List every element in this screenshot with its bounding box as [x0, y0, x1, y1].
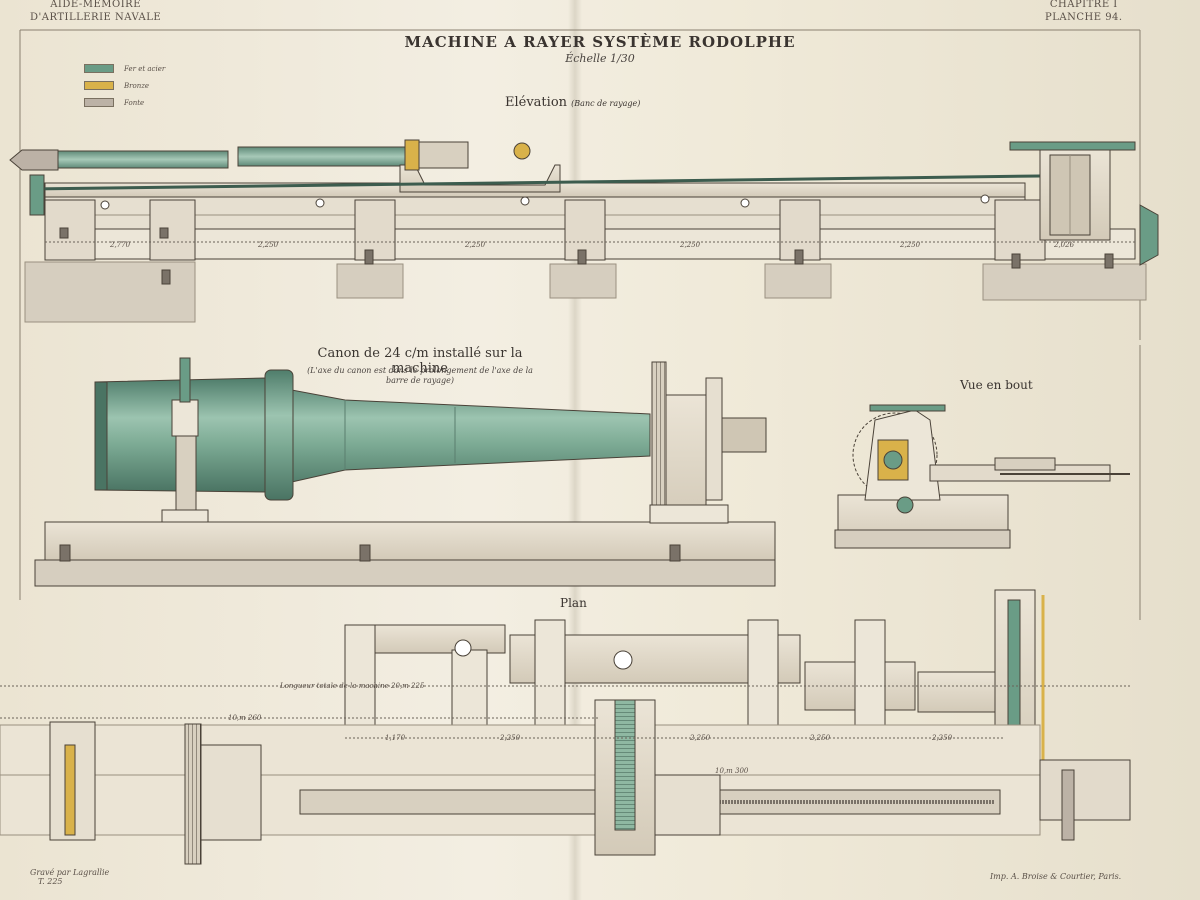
carriage-head: [417, 141, 469, 169]
legend-item-bronze: Bronze: [84, 77, 165, 94]
legend-swatch-bronze: [84, 81, 114, 90]
header-left-line2: D'ARTILLERIE NAVALE: [30, 12, 162, 23]
elevation-title: Elévation (Banc de rayage): [505, 95, 640, 110]
legend-label: Fer et acier: [124, 64, 166, 73]
dim-label: Longueur totale de la machine 20,m 225: [279, 682, 425, 690]
foundation-block: [336, 263, 404, 299]
plan-leadscrew: [299, 789, 601, 815]
foundation-block: [549, 263, 617, 299]
support-leg: [354, 199, 396, 261]
end-view-top-bar: [869, 404, 946, 412]
plan-dimensions: Longueur totale de la machine 20,m 225 1…: [228, 682, 953, 775]
dim-label: 1,170: [385, 734, 406, 742]
support-leg: [149, 199, 196, 261]
header-right-line1: CHAPITRE I: [1049, 0, 1118, 10]
end-view-pinion: [896, 496, 914, 514]
support-screw: [179, 357, 191, 403]
carriage: [399, 164, 561, 193]
plan-gear-plate: [200, 744, 262, 841]
muzzle-headstock: [665, 394, 707, 524]
end-view-title: Vue en bout: [960, 378, 1033, 392]
legend-item-cast-iron: Fonte: [84, 94, 165, 111]
plan-bronze-rod: [64, 744, 76, 836]
canon-bed-base: [34, 559, 776, 587]
headstock-base: [649, 504, 729, 524]
plan-title: Plan: [560, 596, 587, 610]
plan-pivot: [454, 639, 472, 657]
support-foot: [161, 509, 209, 523]
muzzle-plate-gear: [651, 361, 667, 521]
dim-label: 2,250: [899, 241, 921, 249]
header-left: AIDE-MÉMOIRE D'ARTILLERIE NAVALE: [30, 0, 161, 24]
canon-view: [34, 357, 776, 587]
dim-label: 2,250: [809, 734, 831, 742]
plan-carriage-plate: [654, 774, 721, 836]
gun-breech: [94, 381, 108, 491]
legend-label: Bronze: [124, 81, 150, 90]
handwheel: [1139, 204, 1159, 266]
dim-label: 2,770: [109, 241, 131, 249]
footer-plate-ref: T. 225: [38, 877, 63, 886]
header-right: CHAPITRE I PLANCHE 94.: [1045, 0, 1123, 24]
end-view-slide: [994, 457, 1056, 471]
footer-engraver: Gravé par Lagrallie: [30, 868, 110, 877]
foundation-block: [764, 263, 832, 299]
dim-label: 2,250: [689, 734, 711, 742]
plate-title: MACHINE A RAYER SYSTÈME RODOLPHE: [404, 33, 796, 51]
end-view: [834, 404, 1130, 549]
elevation-dimensions: 2,770 2,250 2,250 2,250 2,250 2,026: [109, 241, 1075, 249]
dim-label: 2,250: [499, 734, 521, 742]
support-leg: [994, 199, 1046, 261]
header-left-line1: AIDE-MÉMOIRE: [50, 0, 141, 10]
plan-drive-pulley: [1061, 769, 1075, 841]
dim-label: 2,250: [464, 241, 486, 249]
bar-nose: [9, 149, 59, 171]
elevation-subtitle: (Banc de rayage): [571, 99, 641, 108]
end-view-hub: [883, 450, 903, 470]
footer-printer: Imp. A. Broise & Courtier, Paris.: [990, 872, 1122, 881]
muzzle-spindle: [721, 417, 767, 453]
dim-label: 10,m 260: [228, 714, 262, 722]
legend-swatch-cast-iron: [84, 98, 114, 107]
end-view-plinth: [834, 529, 1011, 549]
foundation-right: [982, 263, 1147, 301]
feed-rod: [29, 174, 1041, 191]
legend-swatch-steel: [84, 64, 114, 73]
support-clamp: [171, 399, 199, 437]
plan-bed: [0, 724, 1041, 836]
rifling-bar: [57, 150, 229, 169]
left-crank: [29, 174, 45, 216]
rifling-bar: [237, 146, 407, 167]
footer-left: Gravé par Lagrallie T. 225: [30, 868, 109, 886]
legend-label: Fonte: [124, 98, 145, 107]
plan-drive: [1039, 759, 1131, 821]
plan-pivot: [613, 650, 633, 670]
elevation-view: [9, 139, 1159, 323]
plate-scale: Échelle 1/30: [565, 52, 635, 65]
support-leg: [44, 199, 96, 261]
plan-gear-wheel: [184, 723, 202, 865]
plan-view: [0, 589, 1131, 865]
carriage-nut: [404, 139, 420, 171]
canon-title: Canon de 24 c/m installé sur la machine: [317, 346, 523, 376]
header-right-line2: PLANCHE 94.: [1045, 12, 1123, 23]
canon-note: (L'axe du canon est dans le prolongement…: [307, 366, 533, 385]
dim-label: 2,250: [931, 734, 953, 742]
elevation-title-text: Elévation: [505, 95, 568, 110]
breech-support: [175, 434, 197, 514]
dim-label: 2,026: [1053, 241, 1075, 249]
dim-label: 2,250: [257, 241, 279, 249]
carriage-wheel: [513, 142, 531, 160]
plan-crossbar: [917, 671, 1009, 713]
legend: Fer et acier Bronze Fonte: [84, 60, 165, 111]
dim-label: 2,250: [679, 241, 701, 249]
canon-bed-top: [44, 521, 776, 561]
muzzle-flange: [705, 377, 723, 501]
drive-lever: [1009, 141, 1136, 151]
legend-item-steel: Fer et acier: [84, 60, 165, 77]
plan-rack: [614, 699, 636, 831]
dim-label: 10,m 300: [715, 767, 749, 775]
gun-trunnion-band: [264, 369, 294, 501]
